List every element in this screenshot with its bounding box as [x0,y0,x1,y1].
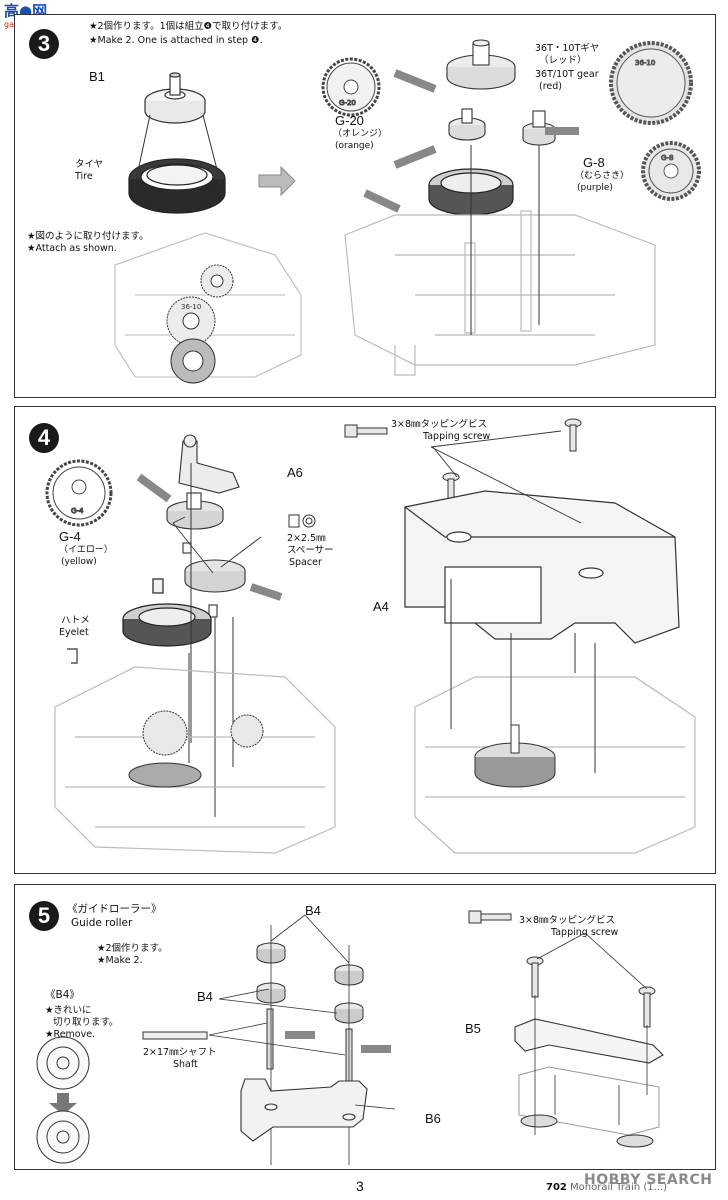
b4-before-drawing [36,1036,90,1090]
guide-roller-title-en: Guide roller [71,917,133,929]
tire-drawing [128,158,226,214]
gear-stack-g4 [166,492,246,618]
wheel-eyelet-drawing [122,578,212,647]
chassis-right-wheel [474,724,556,788]
gear-3610-label-jp: 36T・10Tギヤ [535,43,600,54]
shaft-label-jp: 2×17㎜シャフト [143,1047,217,1058]
hobby-search-logo: HOBBY SEARCH [584,1172,713,1188]
make-two-en: ★Make 2. [97,955,143,966]
b5-label: B5 [465,1021,481,1036]
step3-number: 3 [29,29,59,59]
step3-panel: G-20 36-10 G-8 [14,14,716,398]
chassis-left-drawing [54,666,336,854]
down-arrow-icon [49,1093,77,1115]
cut-note-jp1: ★きれいに [45,1005,92,1016]
eyelet-icon [67,648,78,664]
b5-cover-drawing [514,1018,664,1064]
gear-3610-label-jp2: （レッド） [539,55,587,66]
tire-label-jp: タイヤ [75,159,104,170]
a6-label: A6 [287,465,303,480]
g20-gear-icon: G-20 [321,57,381,117]
rollers-drawing [256,942,364,1090]
footer-code: 702 [546,1182,567,1193]
g8-label-en: (purple) [577,183,613,193]
tapping-screw5-label-jp: 3×8㎜タッピングビス [519,915,616,926]
step3-note-en: ★Make 2. One is attached in step ❹. [89,35,263,46]
step4-illustration: G-4 [45,418,696,854]
b5-underside-drawing [518,1066,660,1148]
step4-number: 4 [29,423,59,453]
b4-after-drawing [36,1110,90,1164]
g20-label: G-20 [335,113,364,128]
tapping-screw5-label-en: Tapping screw [551,927,619,938]
g4-label-jp: （イエロー） [59,545,113,555]
screw-icon-step5 [468,910,512,924]
svg-text:G-8: G-8 [661,154,673,162]
chassis-drawing [344,210,656,376]
a6-bracket-drawing [178,434,240,494]
b4-label-left: B4 [197,989,213,1004]
g8-label-jp: （むらさき） [575,171,630,181]
g8-gear-icon: G-8 [641,141,701,201]
g20-label-en: (orange) [335,141,374,151]
g4-label-en: (yellow) [61,557,97,567]
make-two-jp: ★2個作ります。 [97,943,168,954]
spacer-label-jp2: スペーサー [287,545,334,556]
shaft-label-en: Shaft [173,1059,198,1070]
tapping-screw-label-en: Tapping screw [423,431,491,442]
b6-label: B6 [425,1111,441,1126]
g4-label: G-4 [59,529,81,544]
a4-housing-drawing [404,490,680,644]
step5-illustration [36,910,664,1165]
gear-3610-label-en2: (red) [539,81,562,92]
g4-gear-icon: G-4 [45,459,113,527]
b1-wheel-drawing [144,72,206,124]
screw-icon [344,424,388,438]
spacer-icon [288,514,316,528]
chassis-left-gears [128,710,264,788]
svg-text:36-10: 36-10 [635,59,655,67]
cut-note-jp2: 切り取ります。 [53,1017,119,1028]
screws-step5-drawing [526,956,656,1028]
a4-label: A4 [373,599,389,614]
attach-note-jp: ★図のように取り付けます。 [27,231,149,242]
attach-note-en: ★Attach as shown. [27,243,117,254]
g20-label-jp: （オレンジ） [333,129,388,139]
b6-base-drawing [240,1078,368,1142]
guide-roller-title-jp: 《ガイドローラー》 [67,903,162,915]
b4-label-top: B4 [305,903,321,918]
spacer-label-jp: 2×2.5㎜ [287,533,326,544]
step4-panel: G-4 [14,406,716,874]
step5-number: 5 [29,901,59,931]
step3-illustration: G-20 36-10 G-8 [114,39,701,384]
gear-3610-label-en: 36T/10T gear [535,69,599,80]
step5-panel: 5 《ガイドローラー》 Guide roller ★2個作ります。 ★Make … [14,884,716,1170]
eyelet-label-jp: ハトメ [61,615,90,626]
svg-text:G-4: G-4 [71,507,84,515]
spacer-label-en: Spacer [289,557,322,568]
step3-note-jp: ★2個作ります。1個は組立❹で取り付けます。 [89,21,288,32]
b1-label: B1 [89,69,105,84]
svg-text:G-20: G-20 [339,99,356,107]
footer-title: Monorail Train (1...) [570,1182,668,1193]
cut-note-en: ★Remove. [45,1029,96,1040]
g8-label: G-8 [583,155,605,170]
eyelet-label-en: Eyelet [59,627,89,638]
page-number: 3 [356,1178,364,1194]
inset-gear-label: 36-10 [181,303,201,311]
tapping-screw-label-jp: 3×8㎜タッピングビス [391,419,488,430]
b4-box-label: 《B4》 [45,989,80,1001]
gear-g20 [448,108,486,141]
shaft-icon [142,1031,208,1040]
tire-label-en: Tire [75,171,93,182]
chassis-right-drawing [414,676,696,854]
gear-3610-icon: 36-10 [609,41,693,125]
gear-stack-3610 [446,39,516,90]
